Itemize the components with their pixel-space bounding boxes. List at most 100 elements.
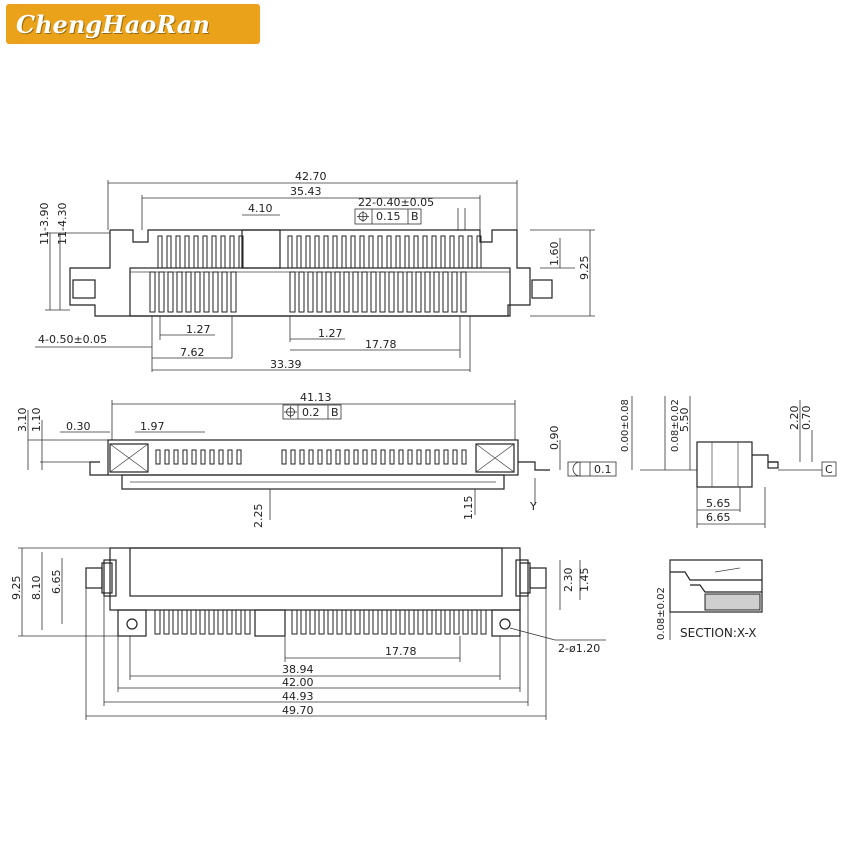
pin-slot xyxy=(221,271,228,313)
pin xyxy=(244,609,251,635)
dim-front-0-30: 0.30 xyxy=(66,420,91,433)
dim-bottom-17-78: 17.78 xyxy=(385,645,417,658)
pin xyxy=(452,449,458,465)
pin xyxy=(281,449,287,465)
top-view-outline xyxy=(69,229,531,317)
bottom-view-pins xyxy=(154,609,487,635)
dim-front-1-10: 1.10 xyxy=(30,408,43,433)
pin xyxy=(444,609,451,635)
pin xyxy=(208,609,215,635)
pin xyxy=(404,235,410,269)
pin xyxy=(155,449,161,465)
side-tol-b: 0.08±0.02 xyxy=(670,399,681,452)
pin-slot xyxy=(343,271,350,313)
pin xyxy=(314,235,320,269)
top-view: 42.70 35.43 4.10 22-0.40±0.05 0.15 B 11-… xyxy=(35,170,595,372)
dim-span-7-62: 7.62 xyxy=(180,346,205,359)
pin-slot xyxy=(167,271,174,313)
pin-slot xyxy=(212,271,219,313)
pin xyxy=(350,235,356,269)
front-view-pins xyxy=(155,449,467,465)
pin xyxy=(371,449,377,465)
front-left-foot xyxy=(89,461,108,476)
bottom-right-ear xyxy=(491,609,521,637)
section-label: SECTION:X-X xyxy=(680,626,757,640)
pin xyxy=(399,609,406,635)
pin xyxy=(480,609,487,635)
pin xyxy=(359,235,365,269)
pin xyxy=(190,609,197,635)
dim-bottom-2-30: 2.30 xyxy=(562,568,575,593)
pin xyxy=(453,609,460,635)
pin-slot xyxy=(298,271,305,313)
front-right-foot xyxy=(518,461,550,471)
pin xyxy=(184,235,190,269)
pin xyxy=(413,235,419,269)
pin xyxy=(422,235,428,269)
tol-frame-top xyxy=(354,208,422,225)
front-view-right-latch xyxy=(475,443,515,473)
dim-pitch-right: 1.27 xyxy=(318,327,343,340)
dim-side-6-65: 6.65 xyxy=(706,511,731,524)
bottom-left-ear xyxy=(117,609,147,637)
pin xyxy=(390,609,397,635)
pin xyxy=(236,449,242,465)
pin xyxy=(199,609,206,635)
pin-slot xyxy=(158,271,165,313)
pin xyxy=(449,235,455,269)
pin xyxy=(345,609,352,635)
bottom-left-latch xyxy=(103,559,117,597)
pin-slot xyxy=(460,271,467,313)
pin xyxy=(380,449,386,465)
pin xyxy=(471,609,478,635)
pin xyxy=(344,449,350,465)
pin xyxy=(440,235,446,269)
dim-left-11-3-90: 11-3.90 xyxy=(38,203,51,245)
top-view-body xyxy=(129,267,511,317)
top-view-upper-pins xyxy=(157,235,482,269)
top-view-key-block xyxy=(241,229,281,269)
pin xyxy=(335,449,341,465)
pin-slot xyxy=(194,271,201,313)
pin xyxy=(154,609,161,635)
tol-front-value: 0.2 xyxy=(302,406,320,419)
bottom-right-hole xyxy=(499,618,511,630)
pin xyxy=(172,609,179,635)
tol-front-datum: B xyxy=(331,406,339,419)
pin-slot xyxy=(203,271,210,313)
bottom-key xyxy=(254,609,286,637)
pin xyxy=(425,449,431,465)
section-tol: 0.08±0.02 xyxy=(656,587,667,640)
bottom-view-shell xyxy=(129,547,503,597)
dim-bottom-8-10: 8.10 xyxy=(30,576,43,601)
pin xyxy=(341,235,347,269)
pin-slot xyxy=(406,271,413,313)
front-view-base xyxy=(121,474,505,490)
pin xyxy=(407,449,413,465)
pin xyxy=(287,235,293,269)
pin xyxy=(435,609,442,635)
pin xyxy=(238,235,244,269)
pin xyxy=(220,235,226,269)
front-view-left-latch xyxy=(109,443,149,473)
pin xyxy=(163,609,170,635)
side-view-body xyxy=(696,441,753,488)
dim-span-33-39: 33.39 xyxy=(270,358,302,371)
pin xyxy=(299,449,305,465)
bottom-left-hole xyxy=(126,618,138,630)
pin-slot xyxy=(352,271,359,313)
datum-c-box xyxy=(821,461,837,477)
pin xyxy=(377,235,383,269)
flatness-icon xyxy=(572,461,581,477)
bottom-view: 9.25 8.10 6.65 2.30 1.45 2-ø1.20 17.78 3… xyxy=(10,547,606,720)
pin xyxy=(386,235,392,269)
dim-pin-small: 4-0.50±0.05 xyxy=(38,333,107,346)
pin xyxy=(157,235,163,269)
pin xyxy=(332,235,338,269)
pin-slot xyxy=(370,271,377,313)
pin-slot xyxy=(451,271,458,313)
pin xyxy=(327,609,334,635)
pin xyxy=(291,609,298,635)
pin-slot xyxy=(415,271,422,313)
